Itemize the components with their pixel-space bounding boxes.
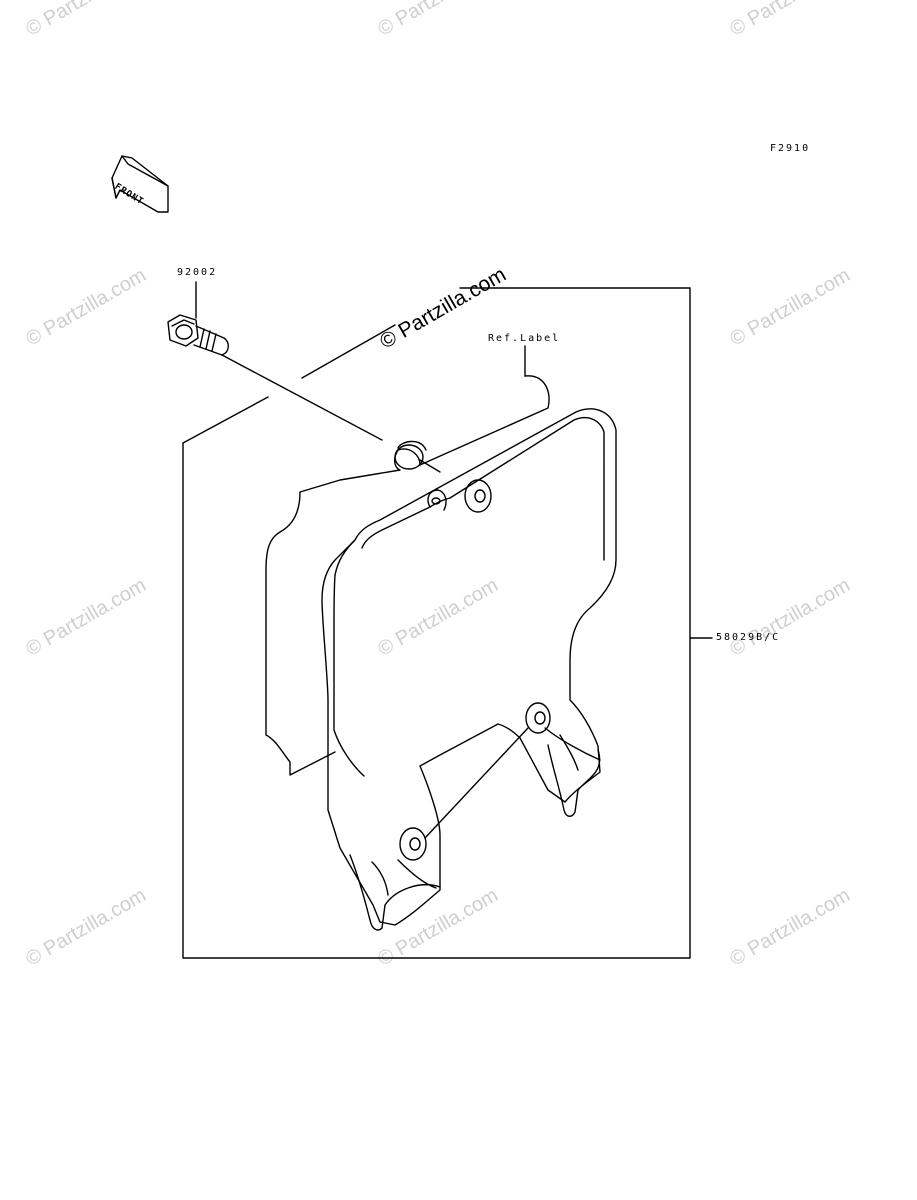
- cover-leg-left: [349, 854, 441, 931]
- front-arrow-icon: [111, 155, 169, 213]
- bolt-leader: [221, 354, 383, 441]
- bolt-icon: [167, 314, 229, 356]
- grommet-left: [399, 827, 427, 861]
- grommet-right: [525, 702, 551, 734]
- figure-code: F2910: [770, 143, 811, 154]
- ref-label-outline: [265, 375, 550, 776]
- assembly-bracket: [301, 324, 396, 379]
- cover-inner-rim: [361, 416, 605, 561]
- cover-tab: [427, 489, 447, 511]
- bolt-leader: [419, 459, 441, 473]
- cover-leg-right: [547, 744, 601, 817]
- ref-label-callout: Ref.Label: [488, 333, 561, 344]
- assembly-bracket: [182, 287, 691, 959]
- grommet-top: [464, 479, 492, 513]
- grommet-link: [424, 727, 529, 839]
- cover-callout: 58029B/C: [716, 632, 781, 643]
- label-hole: [394, 444, 424, 470]
- cover-outer-edge: [321, 408, 617, 926]
- bolt-callout: 92002: [177, 267, 218, 278]
- assembly-bracket: [182, 396, 269, 444]
